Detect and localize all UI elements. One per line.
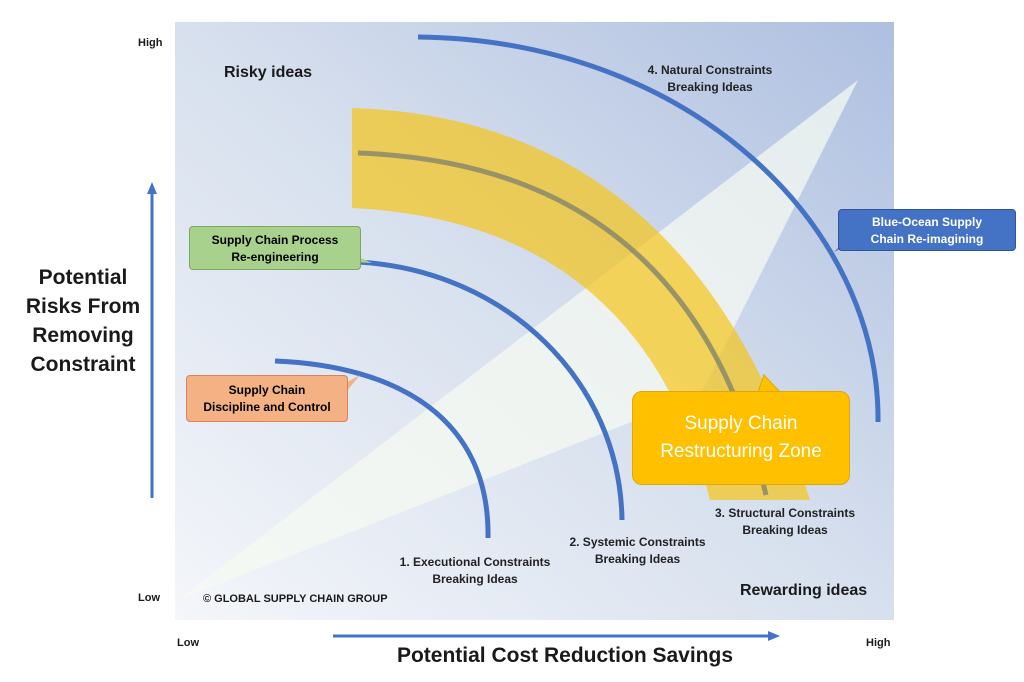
y-axis-title-line: Potential: [38, 266, 128, 289]
rewarding-ideas-label: Rewarding ideas: [740, 582, 868, 599]
arc-label-structural: 3. Structural Constraints Breaking Ideas: [695, 505, 875, 539]
y-axis-title: Potential Risks From Removing Constraint: [18, 263, 148, 379]
arc-label-natural: 4. Natural Constraints Breaking Ideas: [620, 62, 800, 96]
risky-ideas-label: Risky ideas: [224, 64, 313, 81]
callout-line: Supply Chain: [684, 413, 798, 434]
callout-line: Supply Chain: [228, 383, 306, 397]
arc-label-systemic: 2. Systemic Constraints Breaking Ideas: [550, 534, 725, 568]
callout-line: Chain Re-imagining: [870, 232, 984, 246]
callout-line: Discipline and Control: [203, 400, 331, 414]
callout-line: Re-engineering: [231, 250, 319, 264]
arc-natural: [417, 34, 881, 423]
arc-label-line: Breaking Ideas: [667, 80, 753, 94]
blue-ocean-callout: Blue-Ocean Supply Chain Re-imagining: [838, 209, 1016, 251]
arc-label-line: 1. Executional Constraints: [399, 555, 551, 569]
y-axis-title-line: Risks From: [25, 295, 141, 318]
callout-line: Restructuring Zone: [660, 441, 822, 462]
callout-line: Blue-Ocean Supply: [871, 215, 983, 229]
y-axis-low-label: Low: [138, 592, 160, 604]
arc-label-line: Breaking Ideas: [594, 552, 681, 566]
arc-label-line: Breaking Ideas: [742, 523, 828, 537]
arc-label-line: 3. Structural Constraints: [714, 506, 856, 520]
y-axis-title-line: Constraint: [30, 353, 136, 376]
x-axis-arrowhead: [768, 631, 780, 641]
arc-label-line: 2. Systemic Constraints: [569, 535, 706, 549]
y-axis-title-line: Removing: [32, 324, 134, 347]
growth-wedge: [178, 80, 858, 600]
arc-label-line: Breaking Ideas: [432, 572, 518, 586]
arc-label-executional: 1. Executional Constraints Breaking Idea…: [380, 554, 570, 588]
arc-systemic: [357, 259, 625, 521]
callout-line: Supply Chain Process: [211, 233, 339, 247]
x-axis-low-label: Low: [177, 637, 199, 649]
x-axis-title: Potential Cost Reduction Savings: [396, 644, 734, 667]
restructuring-callout: Supply Chain Restructuring Zone: [632, 391, 850, 485]
process-callout: Supply Chain Process Re-engineering: [189, 226, 361, 270]
arc-label-line: 4. Natural Constraints: [647, 63, 773, 77]
y-axis-high-label: High: [138, 37, 163, 49]
arc-executional: [274, 358, 491, 539]
y-axis-arrowhead: [147, 182, 157, 194]
x-axis-high-label: High: [866, 637, 891, 649]
copyright-text: © GLOBAL SUPPLY CHAIN GROUP: [203, 593, 388, 605]
discipline-callout: Supply Chain Discipline and Control: [186, 375, 348, 422]
